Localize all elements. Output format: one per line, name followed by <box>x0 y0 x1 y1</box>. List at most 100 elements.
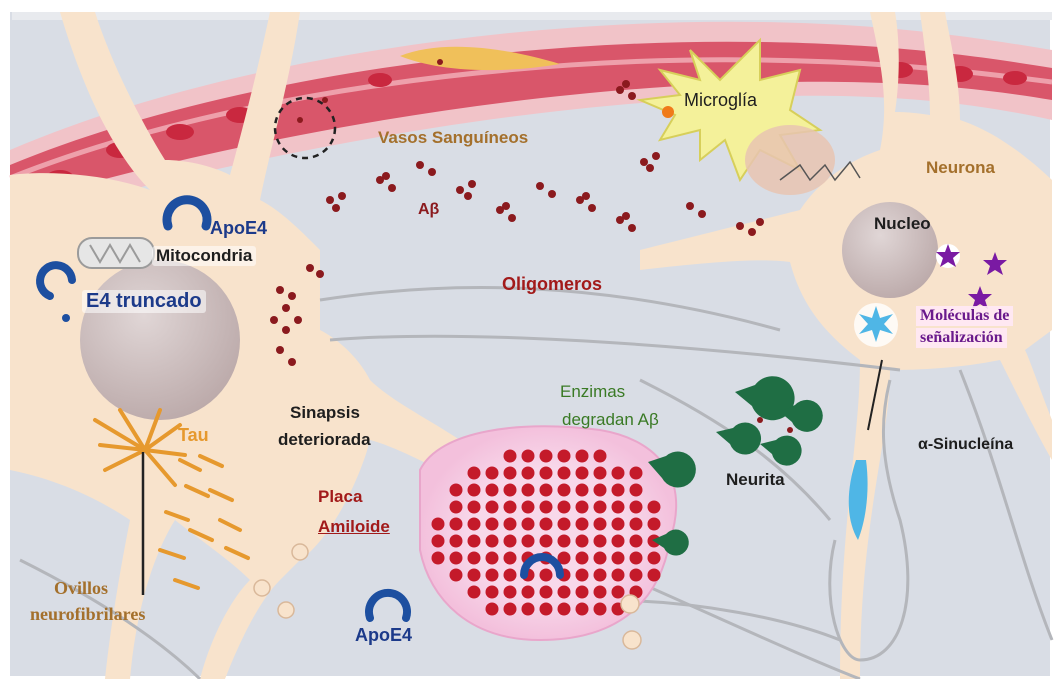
mitochondria <box>78 238 154 268</box>
plaque-particle <box>504 552 517 565</box>
plaque-particle <box>540 535 553 548</box>
plaque-particle <box>504 484 517 497</box>
plaque-particle <box>450 535 463 548</box>
plaque-particle <box>558 535 571 548</box>
label-abeta: Aβ <box>418 201 439 219</box>
plaque-particle <box>594 484 607 497</box>
label-sinapsis-line1: Sinapsis <box>290 403 360 423</box>
plaque-particle <box>594 501 607 514</box>
plaque-particle <box>486 603 499 616</box>
plaque-particle <box>612 484 625 497</box>
label-ovillos-line2: neurofibrilares <box>30 604 145 625</box>
plaque-particle <box>576 467 589 480</box>
plaque-particle <box>630 552 643 565</box>
label-mitocondria: Mitocondria <box>152 246 256 266</box>
plaque-particle <box>522 484 535 497</box>
plaque-particle <box>540 586 553 599</box>
plaque-particle <box>522 450 535 463</box>
plaque-particle <box>558 450 571 463</box>
plaque-particle <box>576 569 589 582</box>
label-oligomeros: Oligomeros <box>502 274 602 295</box>
plaque-particle <box>504 603 517 616</box>
plaque-particle <box>486 501 499 514</box>
plaque-particle <box>594 535 607 548</box>
label-nucleo: Nucleo <box>874 214 931 234</box>
plaque-particle <box>576 484 589 497</box>
left-nucleus <box>80 260 240 420</box>
plaque-particle <box>468 501 481 514</box>
plaque-particle <box>558 518 571 531</box>
plaque-particle <box>630 569 643 582</box>
plaque-particle <box>558 501 571 514</box>
plaque-particle <box>468 518 481 531</box>
plaque-particle <box>630 484 643 497</box>
plaque-particle <box>612 518 625 531</box>
plaque-particle <box>504 501 517 514</box>
label-neurita: Neurita <box>726 470 785 490</box>
plaque-particle <box>630 467 643 480</box>
plaque-particle <box>504 467 517 480</box>
plaque-particle <box>576 518 589 531</box>
plaque-particle <box>450 518 463 531</box>
label-microglia: Microglía <box>684 90 757 111</box>
plaque-particle <box>540 569 553 582</box>
plaque-particle <box>504 518 517 531</box>
label-moleculas-line2: señalización <box>916 328 1007 348</box>
plaque-particle <box>558 586 571 599</box>
plaque-particle <box>630 518 643 531</box>
plaque-particle <box>648 552 661 565</box>
plaque-particle <box>468 569 481 582</box>
plaque-particle <box>540 603 553 616</box>
plaque-particle <box>486 569 499 582</box>
label-enzimas-line2: degradan Aβ <box>562 410 659 430</box>
plaque-particle <box>630 535 643 548</box>
plaque-particle <box>450 501 463 514</box>
plaque-particle <box>450 552 463 565</box>
plaque-particle <box>612 552 625 565</box>
label-apoe4-bottom: ApoE4 <box>355 625 412 646</box>
plaque-particle <box>504 535 517 548</box>
plaque-particle <box>612 535 625 548</box>
plaque-particle <box>540 450 553 463</box>
label-placa-line1: Placa <box>318 487 362 507</box>
plaque-particle <box>432 535 445 548</box>
plaque-particle <box>522 501 535 514</box>
plaque-particle <box>576 603 589 616</box>
plaque-particle <box>558 467 571 480</box>
plaque-particle <box>468 484 481 497</box>
plaque-particle <box>648 569 661 582</box>
plaque-particle <box>612 467 625 480</box>
plaque-particle <box>558 484 571 497</box>
plaque-particle <box>594 552 607 565</box>
plaque-particle <box>612 501 625 514</box>
plaque-particle <box>504 450 517 463</box>
label-apoe4-top: ApoE4 <box>210 218 267 239</box>
plaque-particle <box>432 552 445 565</box>
plaque-particle <box>486 552 499 565</box>
label-e4-truncado: E4 truncado <box>82 290 206 313</box>
plaque-particle <box>540 518 553 531</box>
label-placa-line2: Amiloide <box>318 517 390 537</box>
plaque-particle <box>486 518 499 531</box>
label-tau: Tau <box>178 425 209 446</box>
plaque-particle <box>522 603 535 616</box>
plaque-particle <box>594 518 607 531</box>
plaque-particle <box>540 501 553 514</box>
plaque-particle <box>486 484 499 497</box>
plaque-particle <box>594 586 607 599</box>
plaque-particle <box>648 518 661 531</box>
plaque-particle <box>576 450 589 463</box>
plaque-particle <box>558 603 571 616</box>
plaque-particle <box>432 518 445 531</box>
plaque-particle <box>540 467 553 480</box>
plaque-particle <box>468 552 481 565</box>
plaque-particle <box>468 535 481 548</box>
plaque-particle <box>576 586 589 599</box>
plaque-particle <box>594 450 607 463</box>
label-alfa-sinucleina: α-Sinucleína <box>918 436 1013 454</box>
plaque-particle <box>594 467 607 480</box>
plaque-particle <box>522 467 535 480</box>
plaque-particle <box>468 586 481 599</box>
label-neurona: Neurona <box>926 158 995 178</box>
plaque-particle <box>504 569 517 582</box>
